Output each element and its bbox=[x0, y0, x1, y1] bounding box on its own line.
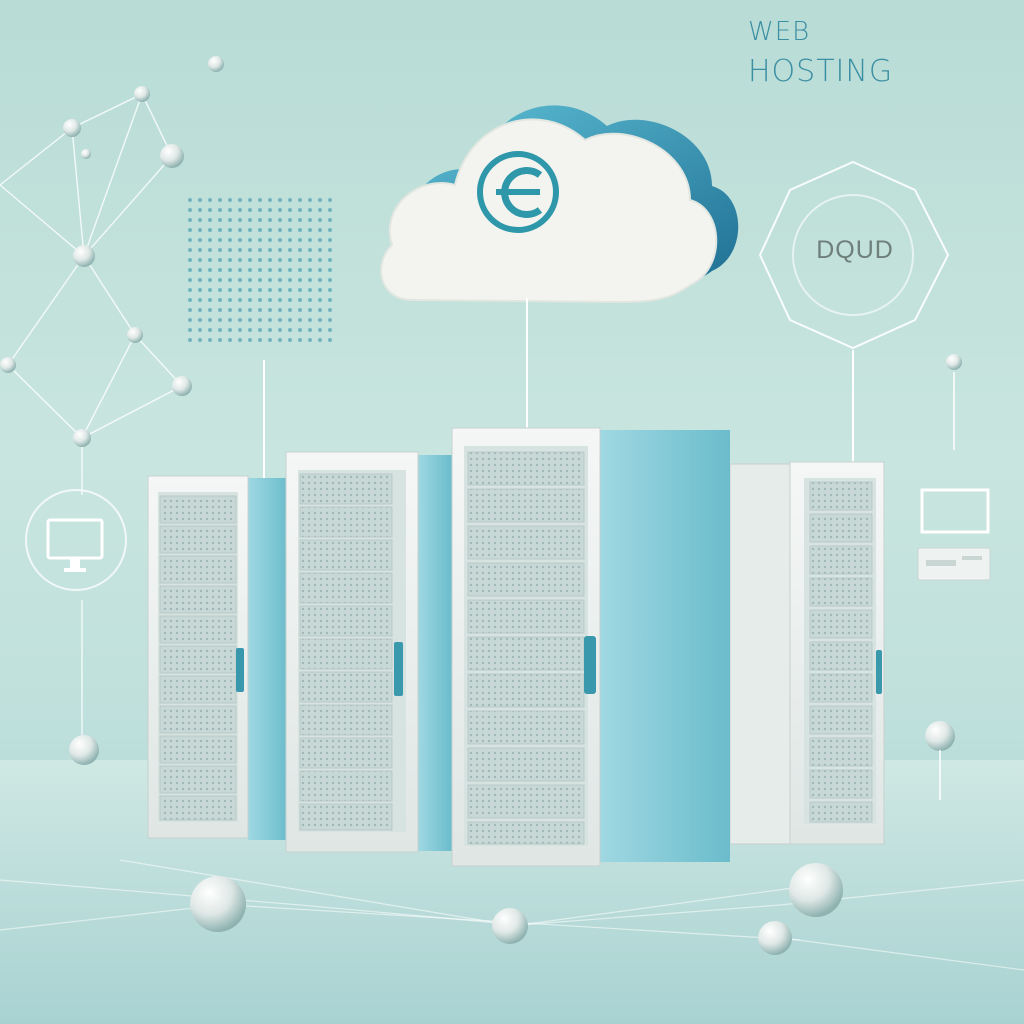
badge-icon bbox=[758, 160, 950, 350]
server-rack-4 bbox=[729, 461, 885, 845]
page-title: WEB HOSTING bbox=[748, 12, 928, 92]
server-rack-3 bbox=[451, 427, 730, 867]
badge-label: DQUD bbox=[816, 236, 894, 264]
cloud-icon bbox=[380, 105, 739, 304]
server-rack-2 bbox=[285, 451, 452, 853]
right-floor-sphere bbox=[925, 721, 955, 751]
left-floor-sphere bbox=[69, 735, 99, 765]
right-top-sphere bbox=[946, 354, 962, 370]
floor-spheres bbox=[190, 863, 843, 955]
globe-e-icon bbox=[477, 151, 559, 233]
network-graph-icon bbox=[0, 93, 184, 745]
dot-sphere-icon bbox=[188, 198, 332, 342]
server-rack-1 bbox=[147, 475, 288, 840]
desktop-computer-icon bbox=[917, 488, 991, 581]
title-line-2: HOSTING bbox=[748, 54, 894, 89]
monitor-icon bbox=[25, 489, 127, 591]
network-graph-nodes bbox=[0, 56, 224, 447]
title-line-1: WEB bbox=[748, 17, 811, 47]
